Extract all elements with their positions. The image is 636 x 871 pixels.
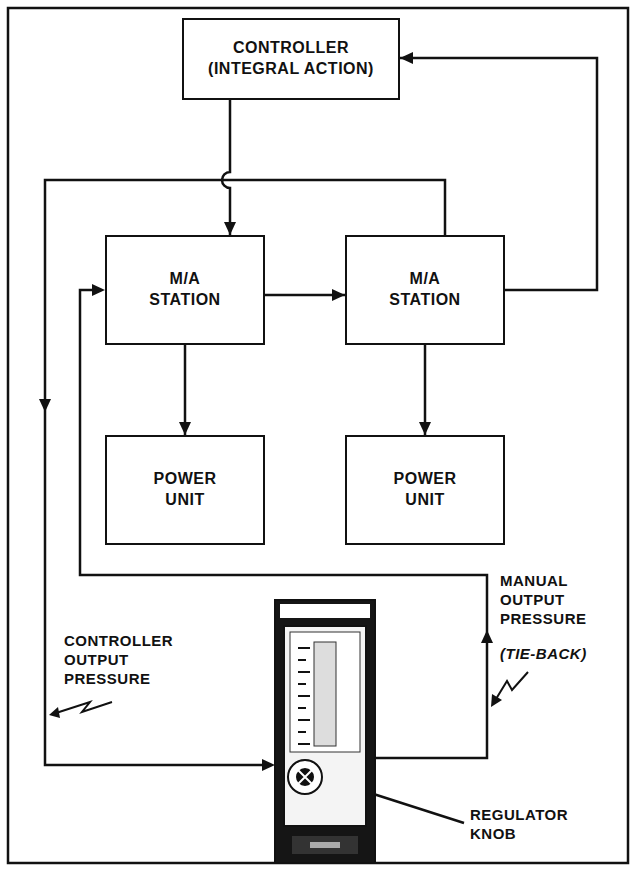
box-label: CONTROLLER (INTEGRAL ACTION) (191, 38, 391, 80)
arrowhead (262, 759, 275, 771)
connector-line (222, 100, 230, 235)
arrowhead (481, 630, 493, 643)
process-box: POWER UNIT (105, 435, 265, 545)
process-box: POWER UNIT (345, 435, 505, 545)
manual-loader (275, 600, 375, 863)
signal-connector (222, 100, 236, 235)
process-box: M/A STATION (105, 235, 265, 345)
arrowhead (332, 289, 345, 301)
process-box: M/A STATION (345, 235, 505, 345)
callout-label: (TIE-BACK) (500, 645, 587, 664)
page-border (8, 8, 628, 863)
leader-line (496, 672, 528, 699)
box-label: POWER UNIT (378, 469, 473, 511)
arrowhead (92, 284, 105, 296)
text-stack: POWER UNIT (138, 469, 233, 511)
signal-connector (179, 345, 191, 435)
text-stack: M/A STATION (378, 269, 473, 311)
arrowhead (400, 52, 413, 64)
signal-connector (419, 345, 431, 435)
connector-line (184, 345, 187, 435)
arrowhead (224, 222, 236, 235)
arrowhead (49, 707, 60, 718)
box-label: POWER UNIT (138, 469, 233, 511)
arrowhead (419, 422, 431, 435)
callout-label: CONTROLLER OUTPUT PRESSURE (64, 632, 189, 688)
leader-line (56, 702, 112, 713)
process-box: CONTROLLER (INTEGRAL ACTION) (182, 18, 400, 100)
box-label: M/A STATION (378, 269, 473, 311)
arrowhead (491, 694, 502, 707)
callout-label: MANUAL OUTPUT PRESSURE (500, 572, 618, 628)
signal-connector (265, 289, 345, 301)
connector-line (424, 345, 427, 435)
box-label: M/A STATION (138, 269, 233, 311)
text-stack: POWER UNIT (378, 469, 473, 511)
text-stack: M/A STATION (138, 269, 233, 311)
arrowhead (39, 399, 51, 412)
text-stack: CONTROLLER (INTEGRAL ACTION) (191, 38, 391, 80)
arrowhead (179, 422, 191, 435)
callout-label: REGULATOR KNOB (470, 806, 595, 844)
